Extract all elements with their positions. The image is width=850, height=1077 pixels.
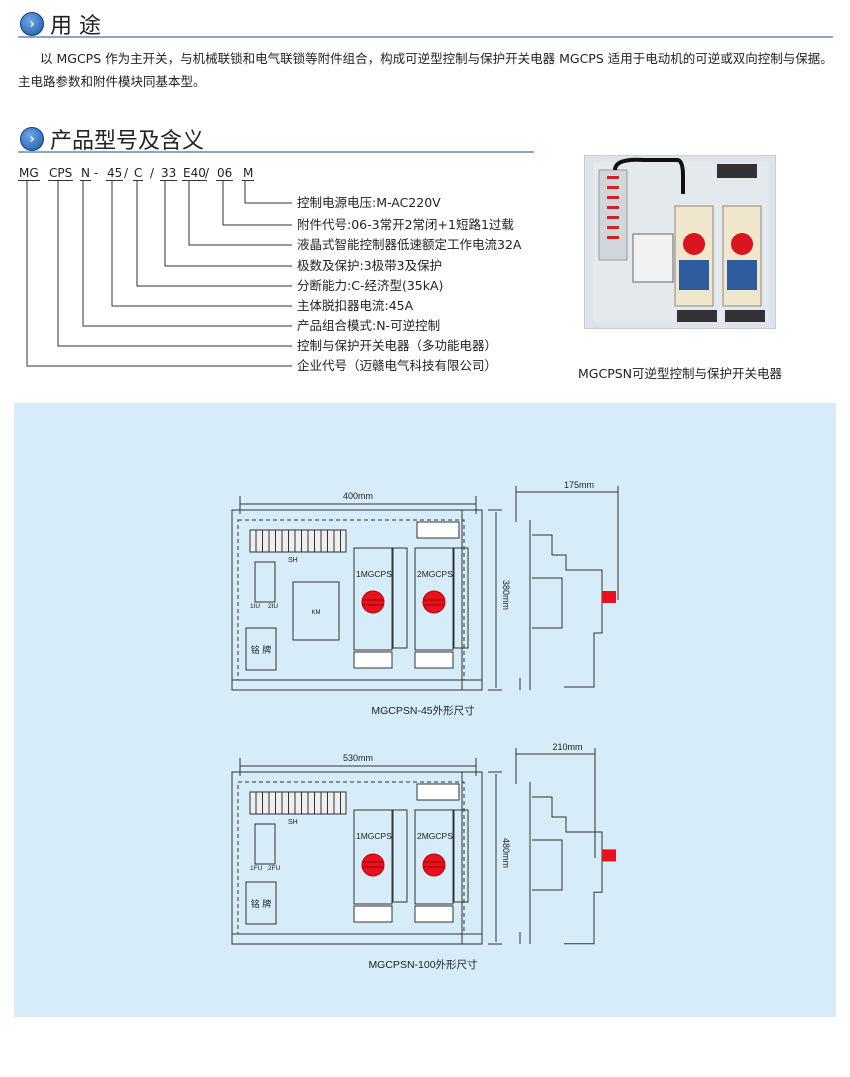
terminal-block	[353, 651, 393, 669]
model-code-segment: N	[80, 166, 91, 181]
model-meaning: 控制与保护开关电器（多功能电器）	[297, 338, 498, 353]
model-meaning: 附件代号:06-3常开2常闭+1短路1过载	[297, 217, 514, 232]
model-code-segment: E40	[182, 166, 207, 181]
height-dimension-label: 480mm	[501, 838, 511, 868]
terminal-block	[414, 651, 454, 669]
knob-side	[602, 849, 616, 862]
contactor-label: KM	[312, 610, 321, 616]
height-dimension-label: 380mm	[501, 580, 511, 610]
model-meaning: 企业代号（迈赣电气科技有限公司）	[297, 358, 498, 373]
mgcps-unit-label: 1MGCPS	[356, 831, 392, 841]
product-photo	[584, 155, 776, 329]
model-code-segment: MG	[18, 166, 40, 181]
rotary-knob	[361, 590, 385, 614]
terminal-block	[414, 905, 454, 923]
model-code-separator: /	[150, 166, 155, 180]
fuse-block	[254, 823, 276, 865]
fuse-label-1: 1FU	[250, 865, 263, 872]
width-dimension-label: 400mm	[343, 491, 373, 501]
contactor-km	[292, 581, 340, 641]
terminal-strip	[249, 529, 347, 553]
model-code-separator: /	[124, 166, 129, 180]
model-code-segment: 45	[106, 166, 124, 181]
leader-line	[222, 181, 292, 226]
rotary-knob	[422, 853, 446, 877]
fuse-label-1: 1IU	[250, 603, 260, 610]
model-code-segment: CPS	[48, 166, 74, 181]
mgcps-unit	[353, 547, 393, 651]
mgcps-unit	[353, 809, 393, 905]
leader-line	[26, 181, 292, 367]
leader-line	[111, 181, 292, 307]
mgcps-unit-label: 2MGCPS	[417, 569, 453, 579]
leader-line	[188, 181, 292, 246]
drawing-caption: MGCPSN-100外形尺寸	[368, 958, 477, 971]
leader-line	[244, 181, 292, 204]
nameplate-label: 铭 牌	[251, 644, 272, 655]
terminal-strip-label: SH	[288, 819, 298, 826]
enclosure-side	[519, 520, 603, 690]
enclosure-front	[231, 771, 483, 945]
model-code-segment: 06	[216, 166, 234, 181]
mgcps-unit-label: 2MGCPS	[417, 831, 453, 841]
divider	[18, 151, 534, 153]
nameplate	[245, 627, 277, 671]
chevron-right-icon: ›	[20, 12, 44, 36]
leader-line	[164, 181, 292, 267]
width-dimension-label: 530mm	[343, 753, 373, 763]
enclosure-side	[519, 782, 603, 945]
nameplate-label: 铭 牌	[251, 898, 272, 909]
model-meaning: 极数及保护:3极带3及保护	[297, 258, 443, 273]
mgcps-unit-label: 1MGCPS	[356, 569, 392, 579]
model-meaning: 产品组合模式:N-可逆控制	[297, 318, 441, 333]
usage-title: 用 途	[50, 14, 101, 39]
leader-line	[136, 181, 292, 287]
nameplate	[245, 881, 277, 925]
model-meaning: 主体脱扣器电流:45A	[297, 298, 414, 313]
fuse-block	[254, 561, 276, 603]
enclosure-front	[231, 509, 483, 691]
terminal-strip-label: SH	[288, 557, 298, 564]
drawing-caption: MGCPSN-45外形尺寸	[371, 704, 474, 717]
usage-heading: › 用 途	[20, 8, 101, 40]
model-meaning: 分断能力:C-经济型(35kA)	[297, 278, 444, 293]
model-meaning: 控制电源电压:M-AC220V	[297, 195, 441, 210]
model-code-segment: C	[133, 166, 144, 181]
terminal-block	[353, 905, 393, 923]
model-title: 产品型号及含义	[50, 129, 205, 154]
photo-caption: MGCPSN可逆型控制与保护开关电器	[578, 366, 783, 381]
fuse-label-2: 2IU	[268, 603, 278, 610]
model-heading: › 产品型号及含义	[20, 123, 204, 155]
model-code-separator: -	[94, 166, 99, 180]
model-code-segment: 33	[160, 166, 178, 181]
usage-paragraph-2: 主电路参数和附件模块同基本型。	[18, 74, 206, 89]
leader-line	[82, 181, 292, 327]
model-meaning: 液晶式智能控制器低速额定工作电流32A	[297, 237, 522, 252]
fuse-label-2: 2FU	[268, 865, 281, 872]
model-code-segment: M	[242, 166, 255, 181]
divider	[18, 36, 833, 38]
model-code-separator: /	[205, 166, 210, 180]
rotary-knob	[361, 853, 385, 877]
usage-paragraph: 以 MGCPS 作为主开关，与机械联锁和电气联锁等附件组合，构成可逆型控制与保护…	[40, 51, 833, 66]
model-code-tree	[26, 181, 292, 367]
product-photo-illustration	[593, 157, 769, 322]
knob-side	[602, 591, 616, 603]
depth-dimension-label: 210mm	[552, 742, 582, 752]
leader-line	[57, 181, 292, 347]
mgcps-unit	[414, 547, 454, 651]
terminal-strip	[249, 791, 347, 815]
depth-dimension-label: 175mm	[564, 480, 594, 490]
mgcps-unit	[414, 809, 454, 905]
chevron-right-icon: ›	[20, 127, 44, 151]
rotary-knob	[422, 590, 446, 614]
